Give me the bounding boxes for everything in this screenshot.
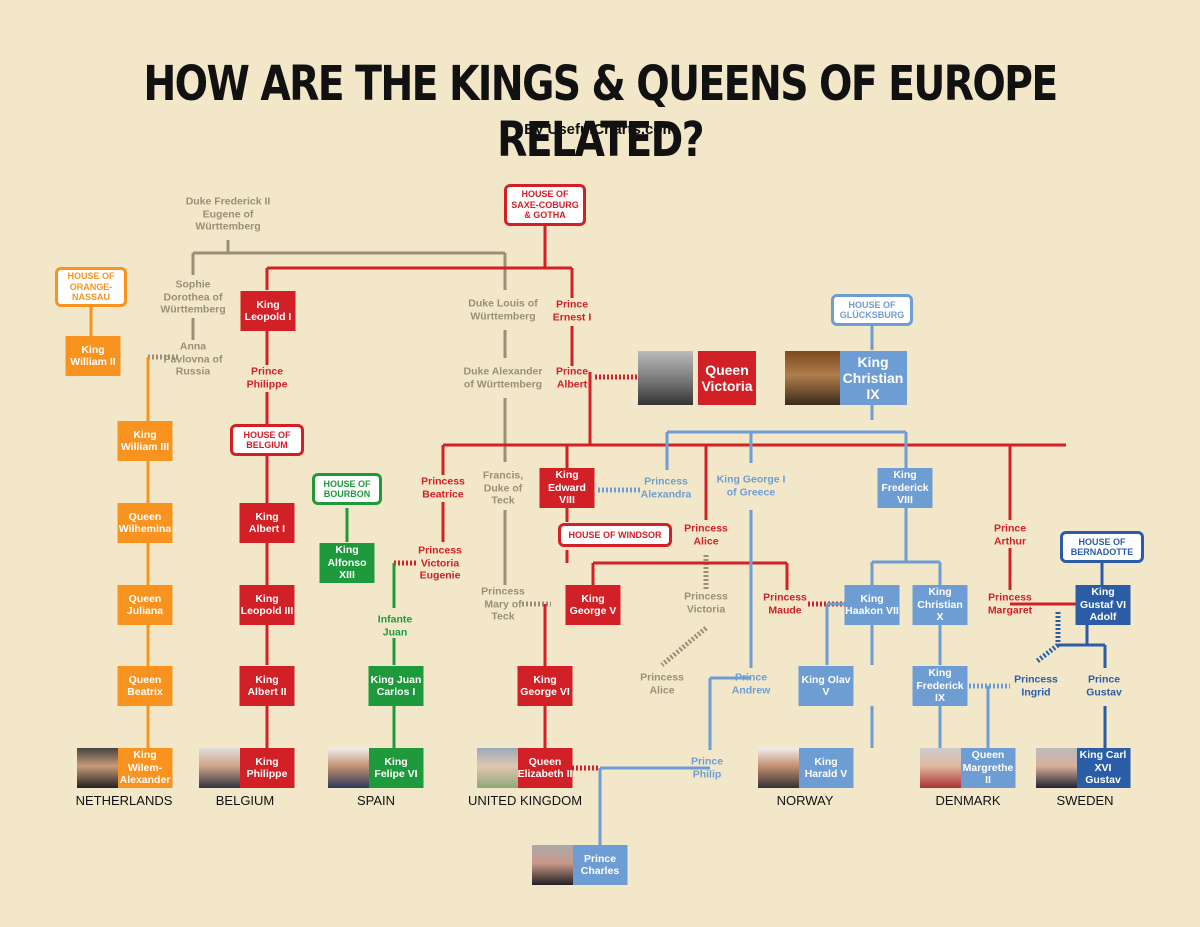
country-denmark: DENMARK <box>935 793 1001 808</box>
tan-lines <box>148 240 709 667</box>
dark-blue-lines <box>1034 562 1107 748</box>
person-princess-alice: Princess Alice <box>684 522 728 548</box>
person-william-ii: King William II <box>65 336 121 376</box>
person-frederick-ix: King Frederick IX <box>912 666 968 706</box>
person-princess-ingrid: Princess Ingrid <box>1014 673 1058 699</box>
person-juan-carlos: King Juan Carlos I <box>368 666 424 706</box>
person-princess-margaret: Princess Margaret <box>987 591 1033 617</box>
portrait-photo-icon <box>328 748 369 788</box>
person-harald-v: King Harald V <box>798 748 854 788</box>
person-albert-ii: King Albert II <box>239 666 295 706</box>
house-orange-nassau: HOUSE OF ORANGE-NASSAU <box>55 267 127 307</box>
person-victoria-eugenie: Princess Victoria Eugenie <box>418 544 462 582</box>
green-lines <box>345 508 396 748</box>
person-george-vi: King George VI <box>517 666 573 706</box>
page-title: HOW ARE THE KINGS & QUEENS OF EUROPE REL… <box>143 56 1058 168</box>
byline: By UsefulCharts.com <box>524 121 676 138</box>
portrait-photo-icon <box>638 351 693 405</box>
person-princess-beatrice: Princess Beatrice <box>421 475 465 501</box>
house-windsor: HOUSE OF WINDSOR <box>558 523 672 547</box>
person-prince-philippe: Prince Philippe <box>246 365 288 391</box>
portrait-photo-icon <box>199 748 240 788</box>
person-christian-x: King Christian X <box>912 585 968 625</box>
person-alfonso-xiii: King Alfonso XIII <box>319 543 375 583</box>
person-duke-louis: Duke Louis of Württemberg <box>468 297 538 323</box>
house-saxe-coburg: HOUSE OF SAXE-COBURG & GOTHA <box>504 184 586 226</box>
person-duke-frederick: Duke Frederick II Eugene of Württemberg <box>185 195 271 233</box>
person-infante-juan: Infante Juan <box>377 613 413 639</box>
portrait-photo-icon <box>758 748 799 788</box>
light-blue-lines <box>598 326 1010 845</box>
person-francis-teck: Francis, Duke of Teck <box>482 469 524 507</box>
house-belgium: HOUSE OF BELGIUM <box>230 424 304 456</box>
person-leopold-iii: King Leopold III <box>239 585 295 625</box>
house-bourbon: HOUSE OF BOURBON <box>312 473 382 505</box>
person-mary-teck: Princess Mary of Teck <box>481 585 525 623</box>
person-prince-philip: Prince Philip <box>690 755 724 781</box>
person-felipe-vi: King Felipe VI <box>368 748 424 788</box>
person-princess-alice-2: Princess Alice <box>640 671 684 697</box>
person-carl-xvi: King Carl XVI Gustav <box>1075 748 1131 788</box>
person-anna: Anna Pavlovna of Russia <box>163 340 223 378</box>
person-albert-i: King Albert I <box>239 503 295 543</box>
portrait-photo-icon <box>532 845 573 885</box>
person-ernest: Prince Ernest I <box>552 298 592 324</box>
person-olav-v: King Olav V <box>798 666 854 706</box>
person-prince-charles: Prince Charles <box>572 845 628 885</box>
person-beatrix: Queen Beatrix <box>117 666 173 706</box>
portrait-photo-icon <box>77 748 118 788</box>
person-prince-arthur: Prince Arthur <box>993 522 1027 548</box>
person-prince-gustav: Prince Gustav <box>1086 673 1122 699</box>
person-gustaf-vi: King Gustaf VI Adolf <box>1075 585 1131 625</box>
person-sophie: Sophie Dorothea of Württemberg <box>160 278 226 316</box>
person-princess-victoria: Princess Victoria <box>684 590 728 616</box>
person-wilhemina: Queen Wilhemina <box>117 503 173 543</box>
person-margrethe-ii: Queen Margrethe II <box>960 748 1016 788</box>
country-spain: SPAIN <box>356 793 396 808</box>
person-leopold-i: King Leopold I <box>240 291 296 331</box>
portrait-photo-icon <box>477 748 518 788</box>
house-glucksburg: HOUSE OF GLÜCKSBURG <box>831 294 913 326</box>
person-elizabeth-ii: Queen Elizabeth II <box>517 748 573 788</box>
person-haakon-vii: King Haakon VII <box>844 585 900 625</box>
country-uk: UNITED KINGDOM <box>467 793 583 808</box>
person-willem-alexander: King Wilem-Alexander <box>117 748 173 788</box>
person-king-philippe: King Philippe <box>239 748 295 788</box>
country-sweden: SWEDEN <box>1056 793 1114 808</box>
person-prince-andrew: Prince Andrew <box>731 671 771 697</box>
person-edward-vii: King Edward VIII <box>539 468 595 508</box>
country-belgium: BELGIUM <box>215 793 275 808</box>
person-queen-victoria: Queen Victoria <box>698 351 756 405</box>
red-lines <box>265 226 1077 771</box>
person-albert-consort: Prince Albert <box>555 365 589 391</box>
portrait-photo-icon <box>1036 748 1077 788</box>
person-william-iii: King William III <box>117 421 173 461</box>
country-netherlands: NETHERLANDS <box>75 793 173 808</box>
person-princess-maude: Princess Maude <box>763 591 807 617</box>
person-princess-alexandra: Princess Alexandra <box>640 475 692 501</box>
person-george-v: King George V <box>565 585 621 625</box>
portrait-photo-icon <box>785 351 840 405</box>
person-frederick-viii: King Frederick VIII <box>877 468 933 508</box>
country-norway: NORWAY <box>776 793 834 808</box>
house-bernadotte: HOUSE OF BERNADOTTE <box>1060 531 1144 563</box>
portrait-photo-icon <box>920 748 961 788</box>
person-george-greece: King George I of Greece <box>716 473 786 499</box>
person-juliana: Queen Juliana <box>117 585 173 625</box>
person-duke-alexander: Duke Alexander of Württemberg <box>463 365 543 391</box>
person-christian-ix: King Christian IX <box>839 351 907 405</box>
